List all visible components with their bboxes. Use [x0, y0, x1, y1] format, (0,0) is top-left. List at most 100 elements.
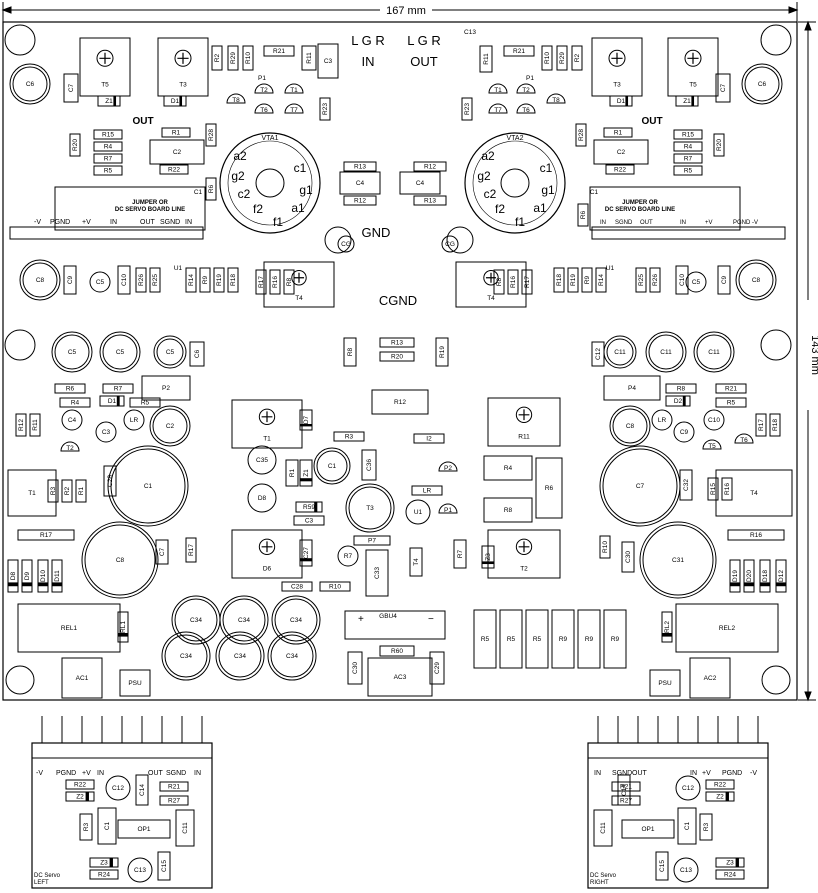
component-label: T5 [689, 81, 697, 88]
component-label: C5 [96, 279, 105, 286]
component-label: D7 [303, 415, 310, 424]
component-label: R1 [614, 130, 623, 137]
component-label: R5 [104, 168, 113, 175]
component-label: C10 [708, 417, 720, 424]
component-label: R6 [66, 386, 75, 393]
component-label: R23 [322, 103, 329, 115]
component-label: C34 [290, 617, 302, 624]
component-label: R5 [481, 636, 490, 643]
component-c3: C3 [317, 43, 339, 79]
component-label: D1 [108, 398, 117, 405]
component-c9: C9 [717, 265, 731, 295]
component-label: R23 [464, 103, 471, 115]
dimension-height [798, 20, 816, 702]
component-r5: R5 [525, 609, 549, 669]
component-r1: R1 [161, 127, 191, 138]
component-cg: CG [441, 235, 459, 253]
component-r25: R25 [635, 267, 647, 293]
component-label: R6 [545, 485, 554, 492]
component-d6: D6 [231, 529, 303, 579]
component-u1: U1 [405, 499, 431, 525]
component-t1: T1 [7, 469, 57, 517]
component-r22: R22 [705, 779, 735, 790]
pin-label: PGND [733, 220, 751, 226]
component-r5: R5 [129, 397, 161, 408]
component-r9: R9 [581, 267, 593, 293]
component-c8: C8 [609, 405, 651, 447]
component-t6: T6 [516, 103, 536, 114]
component-r15: R15 [673, 129, 703, 140]
component-label: R1 [172, 130, 181, 137]
component-r14: R14 [185, 267, 197, 293]
component-r2: R2 [571, 45, 583, 71]
component-c5: C5 [153, 335, 187, 369]
component-c4: C4 [399, 171, 441, 195]
component-r3: R3 [47, 479, 59, 503]
component-label: C12 [112, 785, 124, 792]
component-r18: R18 [227, 267, 239, 293]
component-c3: C3 [95, 421, 117, 443]
component-label: T4 [750, 490, 758, 497]
dimension-width [1, 2, 799, 22]
component-label: T5 [101, 81, 109, 88]
component-r1: R1 [75, 479, 87, 503]
component-r18: R18 [769, 413, 781, 437]
component-r20: R20 [713, 133, 725, 157]
component-label: Z1 [683, 98, 691, 105]
component-label: C1 [328, 463, 337, 470]
pin-label: PGND [56, 770, 76, 777]
component-label: C5 [166, 349, 175, 356]
component-label: T6 [740, 437, 748, 444]
component-t5: T5 [79, 37, 131, 97]
component-label: C33 [374, 567, 381, 579]
component-label: Z2 [716, 794, 724, 801]
component-c10: C10 [117, 265, 131, 295]
component-r14: R14 [595, 267, 607, 293]
component-label: R8 [677, 386, 686, 393]
component-label: R11 [518, 433, 530, 440]
component-label: D19 [732, 570, 739, 582]
component-label: R15 [102, 132, 114, 139]
component-c1: C1 [97, 807, 117, 845]
pin-label: -V [750, 770, 757, 777]
component-r8: R8 [493, 269, 505, 295]
component-label: R11 [32, 419, 39, 431]
component-label: C8 [116, 557, 125, 564]
component-r16: R16 [721, 477, 733, 501]
component-label: REL1 [61, 625, 78, 632]
component-label: R4 [684, 144, 693, 151]
component-c8: C8 [81, 521, 159, 599]
component-label: R9 [202, 275, 209, 284]
component-label: T1 [290, 87, 298, 94]
component-label: C14 [139, 784, 146, 796]
component-label: D1 [171, 98, 180, 105]
component-t7: T7 [488, 103, 508, 114]
component-c28: C28 [281, 581, 313, 592]
component-label: C13 [464, 29, 476, 36]
component-label: C5 [116, 349, 125, 356]
component-r12: R12 [371, 389, 429, 415]
component-label: C8 [36, 277, 45, 284]
pin-label: +V [82, 770, 91, 777]
component-r11: R11 [479, 45, 493, 73]
component-r13: R13 [343, 161, 377, 172]
component-label: R14 [598, 274, 605, 286]
component-t5: T5 [702, 439, 722, 450]
component-c1: C1 [313, 447, 351, 485]
component-c4: C4 [61, 409, 83, 431]
component-c4: C4 [339, 171, 381, 195]
component-r15: R15 [93, 129, 123, 140]
header-out: OUT [410, 54, 438, 69]
component-label: R16 [750, 532, 762, 539]
component-r22: R22 [605, 164, 635, 175]
plus-sign: + [358, 614, 364, 625]
component-c34: C34 [171, 595, 221, 645]
component-label: D8 [258, 495, 267, 502]
component-label: R17 [524, 276, 531, 288]
component-r6: R6 [54, 383, 86, 394]
component-label: R11 [306, 52, 313, 64]
component-op1: OP1 [621, 819, 675, 839]
